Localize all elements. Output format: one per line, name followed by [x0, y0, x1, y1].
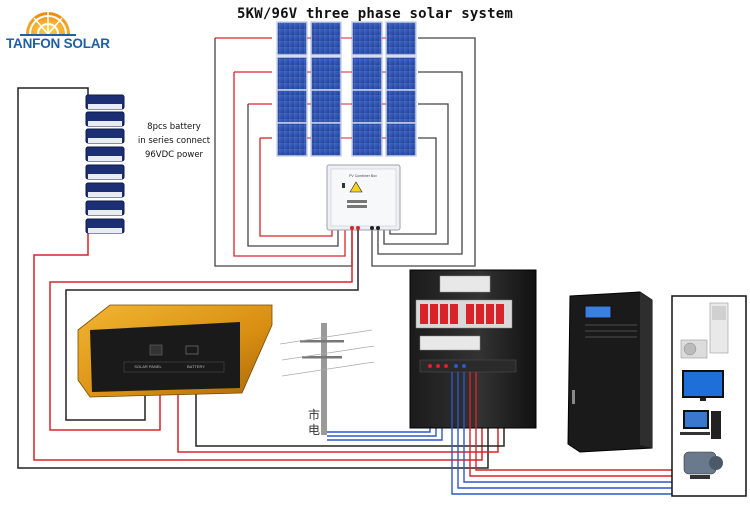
panel-icon [149, 344, 163, 356]
battery [85, 94, 125, 110]
battery [85, 111, 125, 127]
battery [85, 146, 125, 162]
battery [85, 218, 125, 234]
solar-panel [385, 122, 417, 157]
diagram-title: 5KW/96V three phase solar system [236, 6, 514, 22]
solar-panel [385, 56, 417, 91]
battery-bank [85, 94, 125, 234]
solar-panel [351, 56, 383, 91]
inverter-display [584, 305, 612, 319]
battery [85, 128, 125, 144]
battery-icon [185, 345, 199, 355]
grid-label: 市 电 [304, 408, 324, 438]
battery-wiring [17, 87, 489, 469]
computer-icon [680, 410, 721, 439]
solar-panel [351, 21, 383, 56]
solar-panel [276, 122, 308, 157]
solar-panel [310, 89, 342, 124]
controller-battery-label: BATTERY [187, 364, 205, 369]
sun-logo-icon [20, 12, 76, 36]
panel-links [307, 37, 386, 139]
solar-panel [351, 122, 383, 157]
load-wiring [451, 372, 672, 495]
solar-panel [276, 56, 308, 91]
combiner-controller-wiring [49, 230, 359, 431]
solar-panel [310, 122, 342, 157]
battery [85, 182, 125, 198]
load-wiring-red [469, 372, 672, 477]
television-icon [682, 370, 724, 401]
solar-charge-controller: SOLAR PANEL BATTERY [77, 304, 273, 398]
brand-logo [18, 2, 78, 36]
solar-panel [310, 21, 342, 56]
air-conditioner-icon [680, 302, 729, 359]
battery-note-line: 8pcs battery [147, 122, 201, 132]
brand-name: TANFON SOLAR [6, 36, 110, 51]
battery [85, 164, 125, 180]
warning-icon [349, 181, 363, 193]
grid-label-char: 市 [307, 408, 320, 422]
inverter [567, 291, 653, 453]
pv-combiner-box: PV Combiner Box [326, 164, 401, 231]
battery-note-line: in series connect [137, 136, 211, 146]
solar-panel [310, 56, 342, 91]
distribution-cabinet [409, 269, 537, 429]
controller-solar-label: SOLAR PANEL [134, 364, 162, 369]
solar-panel [276, 89, 308, 124]
battery-note-line: 96VDC power [144, 150, 204, 160]
utility-pole [279, 323, 375, 435]
grid-label-char: 电 [307, 423, 320, 437]
solar-panel [385, 21, 417, 56]
solar-panel [276, 21, 308, 56]
solar-panel-array [276, 21, 417, 157]
battery-note: 8pcs battery in series connect 96VDC pow… [134, 120, 214, 162]
motor-icon [683, 451, 723, 479]
solar-panel [385, 89, 417, 124]
solar-panel [351, 89, 383, 124]
battery [85, 200, 125, 216]
combiner-box-label: PV Combiner Box [349, 174, 377, 178]
